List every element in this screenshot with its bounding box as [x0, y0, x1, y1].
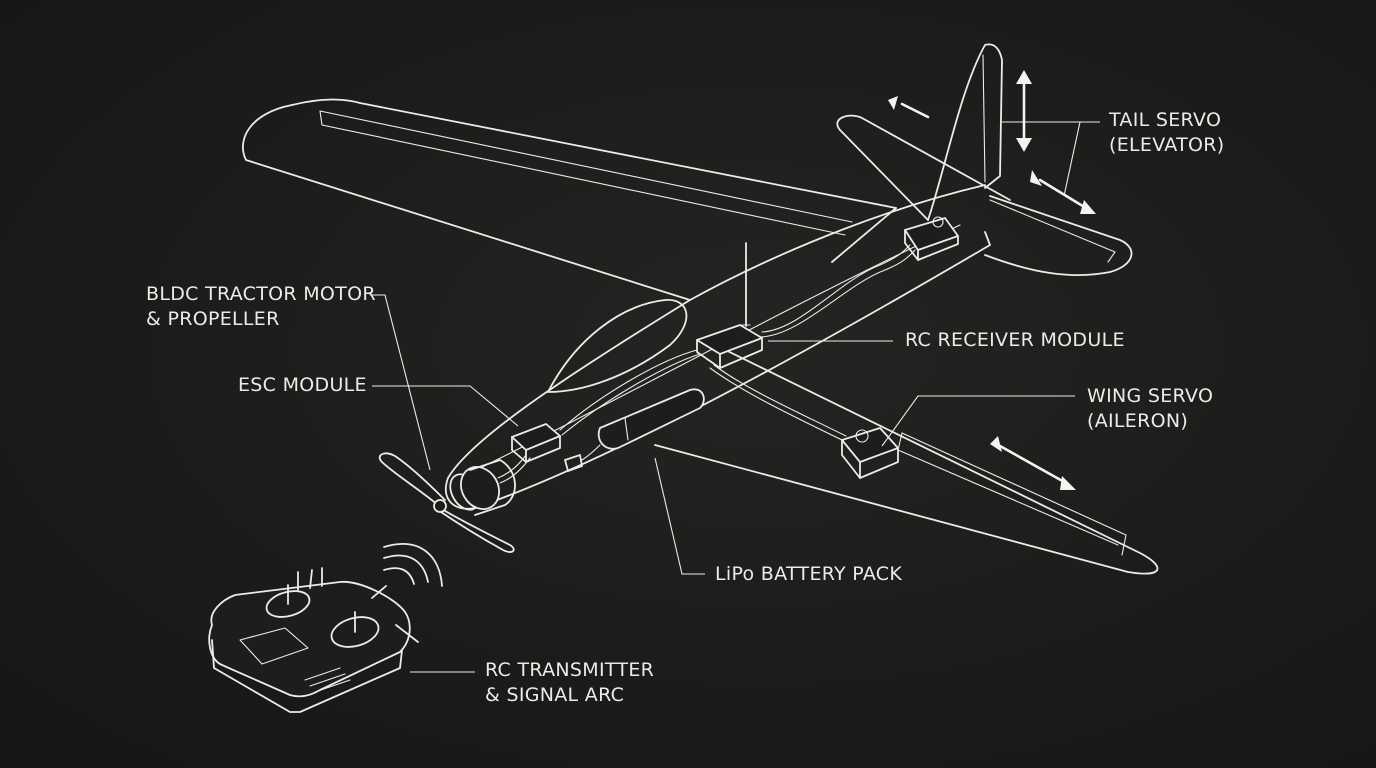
label-esc-line1: ESC MODULE [238, 374, 367, 396]
label-transmitter-line2: & SIGNAL ARC [485, 684, 625, 706]
leader-lines [370, 121, 1100, 673]
rc-receiver-icon [696, 242, 763, 369]
label-receiver-line1: RC RECEIVER MODULE [905, 329, 1125, 351]
label-motor-line1: BLDC TRACTOR MOTOR [146, 283, 376, 305]
motion-arrows [888, 70, 1096, 490]
label-receiver: RC RECEIVER MODULE [905, 328, 1125, 353]
tail-servo-icon [904, 216, 959, 261]
wing-servo-icon [841, 427, 899, 479]
right-wing [654, 339, 1159, 575]
lipo-battery-icon [564, 388, 705, 472]
label-tail-servo-line1: TAIL SERVO [1109, 109, 1222, 131]
label-battery: LiPo BATTERY PACK [715, 562, 902, 587]
label-tail-servo-line2: (ELEVATOR) [1109, 134, 1225, 156]
rc-transmitter-icon [208, 567, 419, 713]
label-tail-servo: TAIL SERVO (ELEVATOR) [1109, 108, 1225, 158]
label-esc: ESC MODULE [238, 373, 367, 398]
label-transmitter-line1: RC TRANSMITTER [485, 659, 655, 681]
wiring [497, 244, 916, 484]
label-wing-servo: WING SERVO (AILERON) [1087, 384, 1213, 434]
label-transmitter: RC TRANSMITTER & SIGNAL ARC [485, 658, 654, 708]
label-wing-servo-line2: (AILERON) [1087, 410, 1189, 432]
left-wing [242, 98, 897, 301]
label-motor: BLDC TRACTOR MOTOR & PROPELLER [146, 282, 376, 332]
vertical-fin [927, 43, 1003, 221]
horizontal-stabilizer [836, 114, 1133, 277]
propeller-icon [378, 452, 515, 553]
signal-arcs-icon [383, 543, 443, 587]
label-motor-line2: & PROPELLER [146, 308, 280, 330]
esc-module-icon [511, 423, 561, 463]
label-wing-servo-line1: WING SERVO [1087, 385, 1214, 407]
label-battery-line1: LiPo BATTERY PACK [715, 563, 903, 585]
bldc-motor-icon [460, 459, 516, 516]
